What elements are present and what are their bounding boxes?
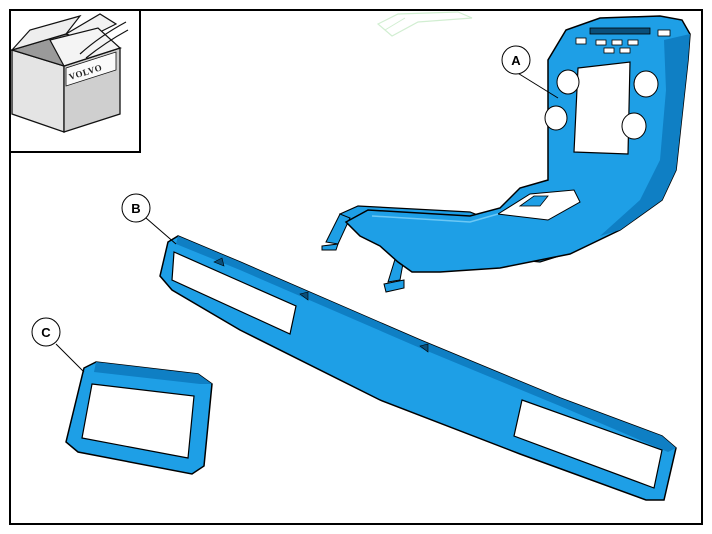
part-b-dash-strip [159,235,677,501]
ghost-sketch [376,11,473,37]
part-a-knob-hole-2 [544,105,568,131]
callout-b: B [121,193,177,245]
part-a-knob-hole-1 [556,69,580,95]
callout-a-label: A [511,53,521,68]
callout-b-label: B [131,201,140,216]
part-c-bezel-frame [65,361,213,475]
part-b-opening-left [171,251,297,335]
callout-c: C [31,317,85,373]
parts-package-inset: VOLVO [9,9,141,153]
part-a-console-frame [321,15,691,293]
part-c-opening [81,383,195,459]
volvo-parts-box-icon: VOLVO [9,13,129,133]
callout-a: A [501,45,559,99]
part-a-screen-opening [573,61,631,155]
callout-c-label: C [41,325,51,340]
part-b-opening-right [513,399,663,489]
part-a-top-slots [575,27,671,54]
part-a-knob-hole-3 [633,70,659,98]
part-a-knob-hole-4 [621,112,647,140]
part-a-leg-left [325,213,351,245]
